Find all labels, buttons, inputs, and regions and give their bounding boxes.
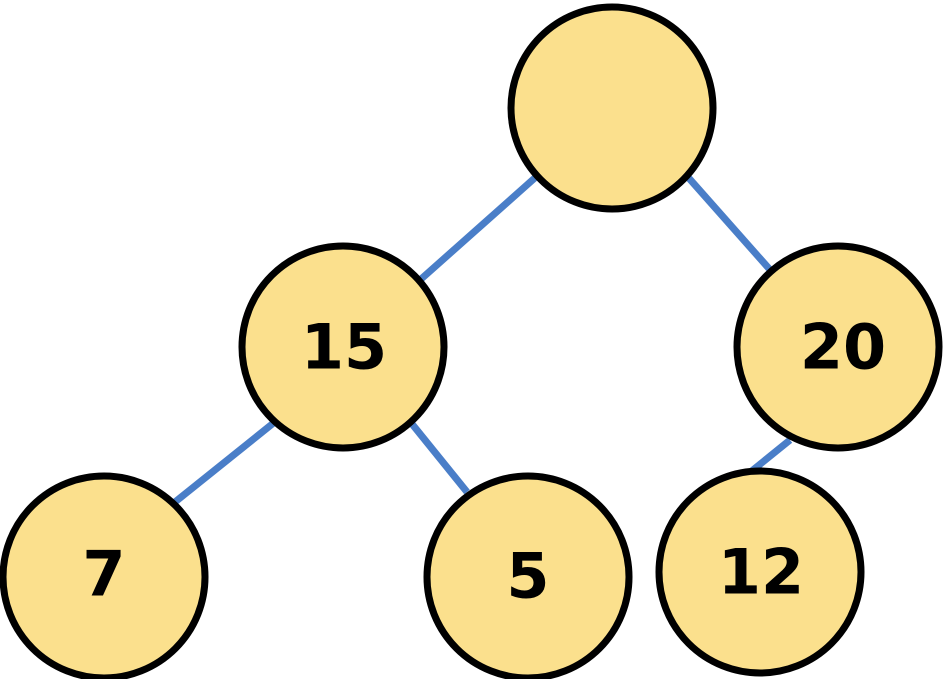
edges-group	[172, 173, 793, 505]
node-circle-n7[interactable]	[0, 472, 209, 679]
node-circle-n15[interactable]	[238, 242, 448, 452]
node-circle-n5[interactable]	[423, 472, 633, 679]
node-circle-root[interactable]	[507, 3, 717, 213]
node-label-n20: 20	[800, 311, 886, 384]
tree-edge-n15-to-n7	[172, 418, 279, 505]
node-circle-n12[interactable]	[655, 467, 865, 677]
tree-edge-root-to-n20	[684, 173, 775, 275]
tree-node-root[interactable]	[507, 3, 717, 213]
node-label-n15: 15	[301, 311, 387, 384]
tree-node-n7[interactable]: 7	[0, 472, 209, 679]
node-circle-n20[interactable]	[733, 242, 943, 452]
tree-edge-root-to-n15	[417, 173, 540, 283]
node-label-n12: 12	[718, 536, 804, 609]
node-label-n5: 5	[506, 540, 549, 613]
node-label-n7: 7	[82, 538, 125, 611]
tree-node-n5[interactable]: 5	[423, 472, 633, 679]
tree-node-n12[interactable]: 12	[655, 467, 865, 677]
nodes-group: 15 20 7 5 12	[0, 3, 943, 679]
tree-node-n15[interactable]: 15	[238, 242, 448, 452]
tree-edge-n15-to-n5	[405, 416, 470, 495]
tree-node-n20[interactable]: 20	[733, 242, 943, 452]
